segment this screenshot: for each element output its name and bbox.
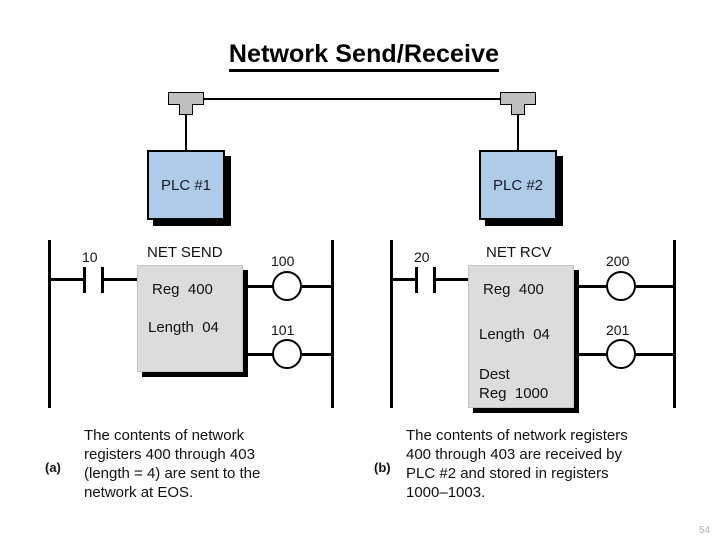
network-tap-connector-left xyxy=(168,92,204,116)
net-rcv-block xyxy=(468,265,574,408)
plc-box-2: PLC #2 xyxy=(479,150,557,220)
right-rung-left-rail xyxy=(390,240,393,408)
caption-b-marker: (b) xyxy=(374,460,391,475)
left-wire-coil-0-to-rail xyxy=(302,285,334,288)
right-contact-bar-a xyxy=(415,267,418,293)
caption-b-text: The contents of network registers 400 th… xyxy=(406,427,628,501)
page-number: 54 xyxy=(698,525,710,536)
left-contact-bar-a xyxy=(83,267,86,293)
plc-box-2-label: PLC #2 xyxy=(492,176,544,194)
left-contact-bar-b xyxy=(101,267,104,293)
plc-box-1: PLC #1 xyxy=(147,150,225,220)
left-output-label-1: 101 xyxy=(271,322,295,338)
left-rung-left-rail xyxy=(48,240,51,408)
right-wire-coil-1-to-rail xyxy=(636,353,674,356)
right-block-line-0: Reg 400 xyxy=(483,281,544,298)
left-wire-contact-to-block xyxy=(104,278,137,281)
left-wire-block-to-coil-1 xyxy=(243,353,273,356)
drop-wire-left xyxy=(185,114,187,151)
plc-box-1-label: PLC #1 xyxy=(160,176,212,194)
left-output-coil-0 xyxy=(272,271,302,301)
left-block-line-1: Length 04 xyxy=(148,319,219,336)
right-output-label-1: 201 xyxy=(606,322,630,338)
net-send-block xyxy=(137,265,243,372)
left-block-title: NET SEND xyxy=(147,244,223,261)
right-output-label-0: 200 xyxy=(606,253,630,269)
right-block-line-1: Length 04 xyxy=(479,326,550,343)
right-wire-contact-to-block xyxy=(436,278,468,281)
right-wire-rail-to-contact xyxy=(390,278,415,281)
right-block-title: NET RCV xyxy=(486,244,552,261)
right-wire-block-to-coil-1 xyxy=(574,353,607,356)
right-wire-block-to-coil-0 xyxy=(574,285,607,288)
right-output-coil-0 xyxy=(606,271,636,301)
right-rung-right-rail xyxy=(673,240,676,408)
right-block-line-2: Dest xyxy=(479,366,510,383)
left-block-line-0: Reg 400 xyxy=(152,281,213,298)
right-block-line-3: Reg 1000 xyxy=(479,385,549,402)
left-wire-rail-to-contact xyxy=(48,278,83,281)
drop-wire-right xyxy=(517,114,519,151)
network-tap-connector-right xyxy=(500,92,536,116)
left-wire-block-to-coil-0 xyxy=(243,285,273,288)
page-title: Network Send/Receive xyxy=(0,40,728,72)
right-contact-label: 20 xyxy=(414,249,430,265)
network-bus-line xyxy=(195,98,515,100)
caption-a-text: The contents of network registers 400 th… xyxy=(84,427,261,501)
right-wire-coil-0-to-rail xyxy=(636,285,674,288)
left-contact-label: 10 xyxy=(82,249,98,265)
caption-a-marker: (a) xyxy=(45,460,61,475)
right-output-coil-1 xyxy=(606,339,636,369)
right-contact-bar-b xyxy=(433,267,436,293)
left-rung-right-rail xyxy=(331,240,334,408)
left-output-label-0: 100 xyxy=(271,253,295,269)
left-output-coil-1 xyxy=(272,339,302,369)
left-wire-coil-1-to-rail xyxy=(302,353,334,356)
page-title-text: Network Send/Receive xyxy=(228,40,500,72)
